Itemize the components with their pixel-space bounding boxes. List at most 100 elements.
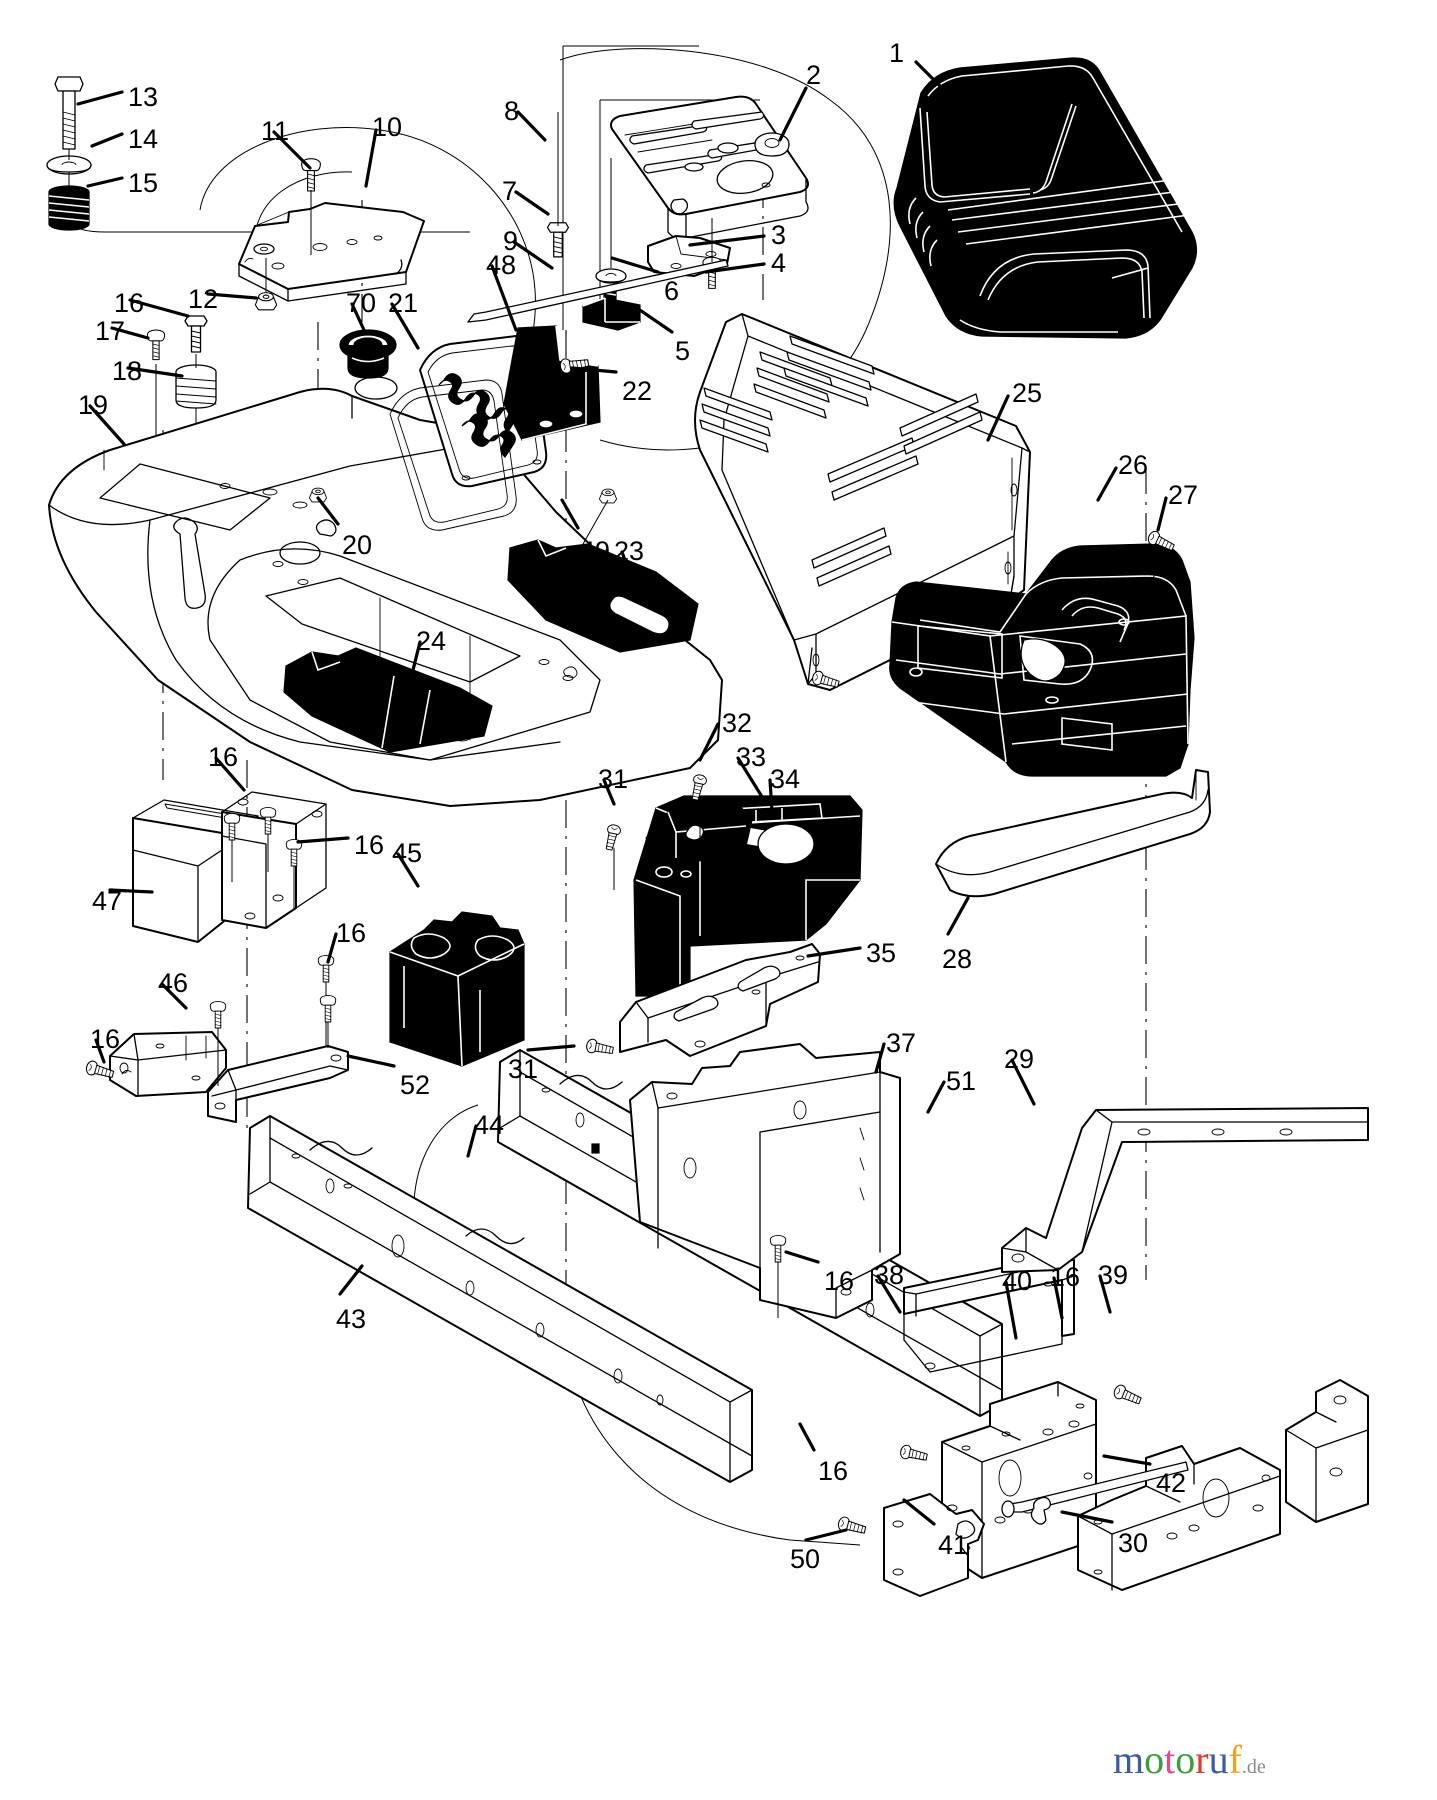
watermark-letter: f bbox=[1228, 1737, 1242, 1782]
callout-number: 24 bbox=[416, 626, 447, 656]
callout-number: 2 bbox=[806, 60, 822, 90]
motoruf-watermark: motoruf.de bbox=[1113, 1740, 1266, 1780]
callout-number: 17 bbox=[95, 316, 126, 346]
callout-number: 16 bbox=[114, 288, 145, 318]
leader-line bbox=[698, 722, 720, 762]
part-spring-15 bbox=[48, 185, 90, 231]
callout-number: 16 bbox=[336, 918, 367, 948]
part-screw-17 bbox=[146, 329, 166, 361]
callout-number: 49 bbox=[580, 536, 611, 566]
watermark-letter: o bbox=[1144, 1737, 1165, 1782]
part-nut-12 bbox=[254, 292, 278, 311]
part-plate-10 bbox=[238, 202, 425, 302]
leader-line bbox=[804, 1528, 848, 1542]
part-washer-6 bbox=[595, 268, 627, 284]
leader-line bbox=[90, 132, 124, 148]
leader-line bbox=[396, 852, 420, 888]
leader-line bbox=[272, 130, 312, 170]
part-bracket-39 bbox=[1285, 1379, 1369, 1523]
callout-number: 37 bbox=[886, 1028, 917, 1058]
part-bumper-28 bbox=[935, 769, 1211, 898]
part-bolt-7 bbox=[546, 222, 570, 258]
leader-line bbox=[688, 234, 766, 247]
callout-number: 43 bbox=[336, 1304, 367, 1334]
leader-line bbox=[602, 778, 616, 806]
callout-number: 26 bbox=[1118, 450, 1149, 480]
part-spring-18 bbox=[175, 364, 217, 409]
callout-number: 16 bbox=[208, 742, 239, 772]
part-hood-25 bbox=[694, 313, 1031, 691]
leader-line bbox=[1060, 1510, 1114, 1524]
part-panel-37 bbox=[629, 1043, 901, 1319]
leader-line bbox=[466, 1124, 478, 1158]
callout-number: 42 bbox=[1156, 1468, 1187, 1498]
callout-number: 12 bbox=[188, 284, 219, 314]
callout-number: 21 bbox=[388, 288, 419, 318]
leader-line bbox=[1102, 1454, 1152, 1466]
part-rod-9 bbox=[467, 259, 729, 323]
leader-line bbox=[620, 550, 642, 602]
callout-number: 25 bbox=[1012, 378, 1043, 408]
callout-number: 29 bbox=[1004, 1044, 1035, 1074]
leader-line bbox=[1004, 1280, 1018, 1340]
callout-number: 19 bbox=[78, 390, 109, 420]
callout-number: 48 bbox=[486, 250, 517, 280]
callout-number: 16 bbox=[354, 830, 385, 860]
part-screw-50 bbox=[836, 1515, 868, 1537]
callout-number: 50 bbox=[790, 1544, 821, 1574]
callout-number: 15 bbox=[128, 168, 159, 198]
leader-line bbox=[206, 292, 258, 300]
part-screw-16-52 bbox=[209, 1000, 227, 1029]
leader-line bbox=[110, 326, 150, 340]
callout-number: 16 bbox=[1050, 1262, 1081, 1292]
leader-line bbox=[512, 240, 554, 270]
callout-number: 31 bbox=[508, 1054, 539, 1084]
watermark-letter: t bbox=[1164, 1737, 1176, 1782]
leader-line bbox=[316, 496, 340, 526]
part-seatpan-8 bbox=[610, 95, 809, 240]
part-screw-16-38 bbox=[898, 1443, 929, 1464]
leader-line bbox=[806, 946, 862, 958]
part-screw-31 bbox=[603, 823, 622, 852]
leader-line bbox=[926, 1080, 946, 1114]
part-bolt-16 bbox=[184, 315, 208, 353]
part-washer-14 bbox=[46, 155, 92, 175]
leader-line bbox=[946, 896, 970, 936]
callout-number: 4 bbox=[771, 248, 787, 278]
leader-line bbox=[914, 60, 948, 94]
leader-line bbox=[610, 256, 660, 274]
part-screw-31b bbox=[585, 1037, 615, 1057]
callout-number: 18 bbox=[112, 356, 143, 386]
part-bumper-2 bbox=[754, 132, 790, 157]
part-seat-1 bbox=[893, 57, 1198, 339]
watermark-suffix: .de bbox=[1241, 1756, 1266, 1778]
callout-number: 8 bbox=[504, 96, 520, 126]
leader-line bbox=[874, 1042, 886, 1074]
callout-number: 16 bbox=[818, 1456, 849, 1486]
part-bracket-48 bbox=[503, 325, 601, 441]
callout-number: 45 bbox=[392, 838, 423, 868]
part-bracket-40 bbox=[1077, 1445, 1281, 1591]
part-screw-16-52b bbox=[319, 994, 337, 1023]
part-grommet-70 bbox=[339, 329, 397, 379]
leader-line bbox=[570, 366, 618, 374]
callout-number: 22 bbox=[622, 376, 653, 406]
callout-number: 10 bbox=[372, 112, 403, 142]
part-bracket-29 bbox=[1001, 1107, 1369, 1273]
leader-line bbox=[704, 262, 766, 274]
callout-number: 52 bbox=[400, 1070, 431, 1100]
leader-line bbox=[768, 778, 774, 814]
leader-line bbox=[778, 86, 808, 142]
leader-line bbox=[126, 366, 184, 378]
leader-line bbox=[390, 302, 420, 350]
leader-line bbox=[76, 90, 124, 106]
watermark-letter: u bbox=[1208, 1737, 1229, 1782]
callout-number: 1 bbox=[889, 38, 905, 68]
callout-number: 16 bbox=[824, 1266, 855, 1296]
part-bracket-46 bbox=[109, 1031, 227, 1097]
part-clip-30 bbox=[1030, 1496, 1052, 1525]
part-bracket-mount bbox=[221, 791, 327, 929]
leader-line bbox=[1096, 466, 1118, 502]
callout-number: 44 bbox=[474, 1110, 505, 1140]
